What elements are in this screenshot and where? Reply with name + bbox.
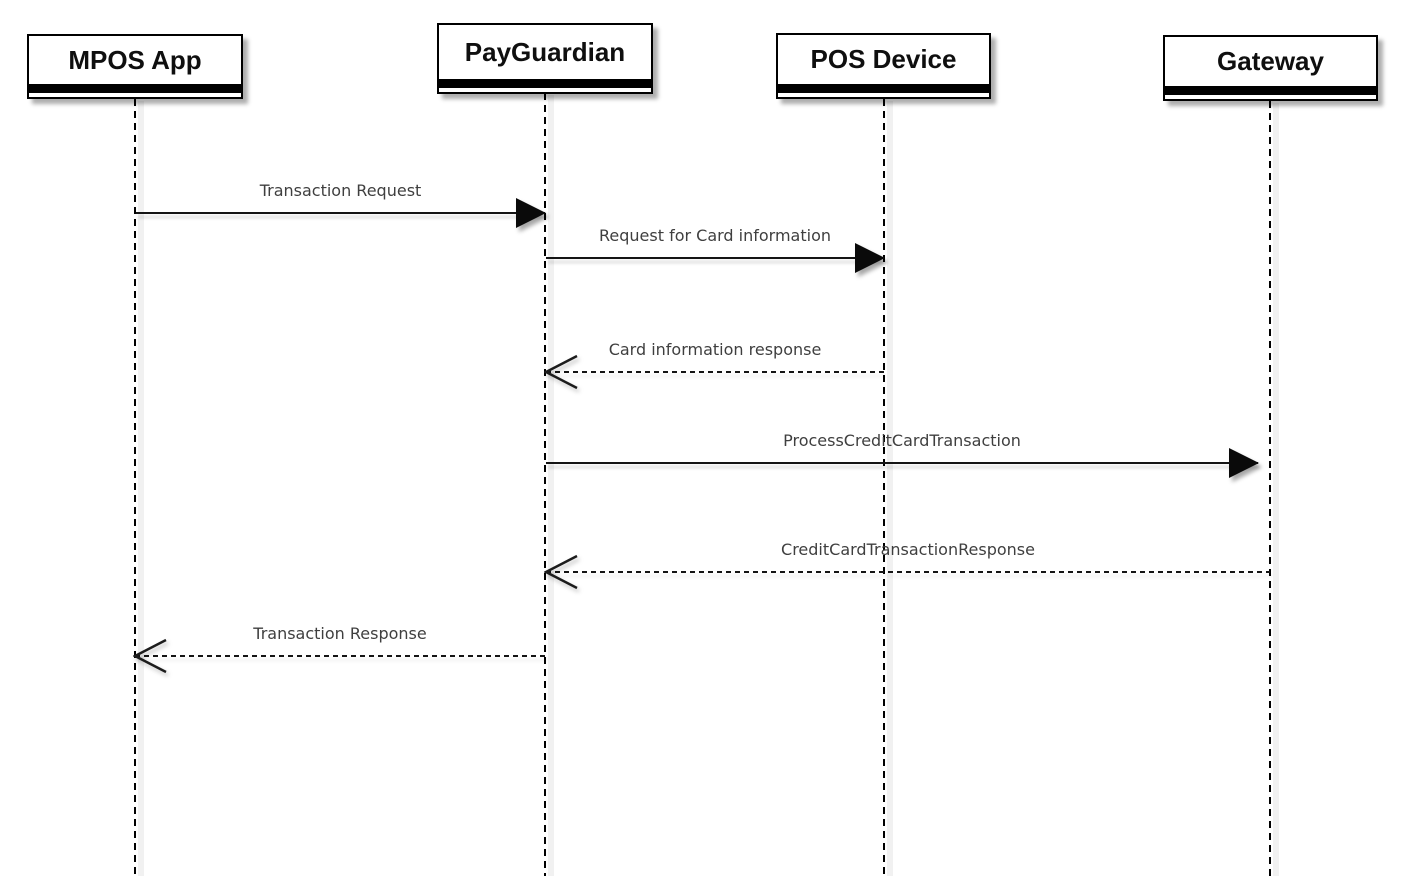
participant-bottom-band (29, 84, 241, 93)
participant-bottom-band (778, 84, 989, 93)
participant-payguardian: PayGuardian (437, 23, 653, 94)
message-card-information-response: Card information response (544, 333, 884, 390)
lifeline-mpos-app (134, 99, 144, 876)
message-line (546, 371, 884, 373)
message-label: ProcessCreditCardTransaction (783, 431, 1021, 450)
arrowhead-open-left-icon (544, 354, 578, 390)
participant-label: POS Device (810, 44, 957, 74)
arrowhead-filled-right-icon (855, 243, 885, 273)
lifeline-payguardian (544, 93, 554, 876)
arrowhead-open-left-icon (133, 638, 167, 674)
message-credit-card-transaction-response: CreditCardTransactionResponse (544, 533, 1270, 590)
participant-bottom-band (439, 79, 651, 88)
message-line (546, 462, 1258, 464)
message-transaction-request: Transaction Request (136, 174, 546, 228)
message-label: Transaction Request (259, 181, 422, 200)
message-line (136, 212, 545, 214)
arrowhead-filled-right-icon (516, 198, 546, 228)
message-label: Transaction Response (253, 624, 427, 643)
participant-label: Gateway (1217, 46, 1324, 76)
participant-mpos-app: MPOS App (27, 34, 243, 99)
arrowhead-open-left-icon (544, 554, 578, 590)
message-line (546, 571, 1270, 573)
participant-label: PayGuardian (464, 36, 626, 67)
participant-bottom-band (1165, 86, 1376, 95)
participant-gateway: Gateway (1163, 35, 1378, 101)
participant-pos-device: POS Device (776, 33, 991, 99)
message-line (546, 257, 884, 259)
message-request-for-card-information: Request for Card information (546, 219, 885, 273)
message-label: CreditCardTransactionResponse (781, 540, 1035, 559)
message-process-credit-card-transaction: ProcessCreditCardTransaction (546, 424, 1259, 478)
participant-label: MPOS App (68, 44, 202, 75)
arrowhead-filled-right-icon (1229, 448, 1259, 478)
lifeline-pos-device (883, 99, 893, 876)
message-label: Request for Card information (598, 226, 832, 245)
message-transaction-response: Transaction Response (133, 617, 545, 674)
message-line (135, 655, 545, 657)
lifeline-gateway (1269, 101, 1279, 876)
message-label: Card information response (608, 340, 822, 359)
